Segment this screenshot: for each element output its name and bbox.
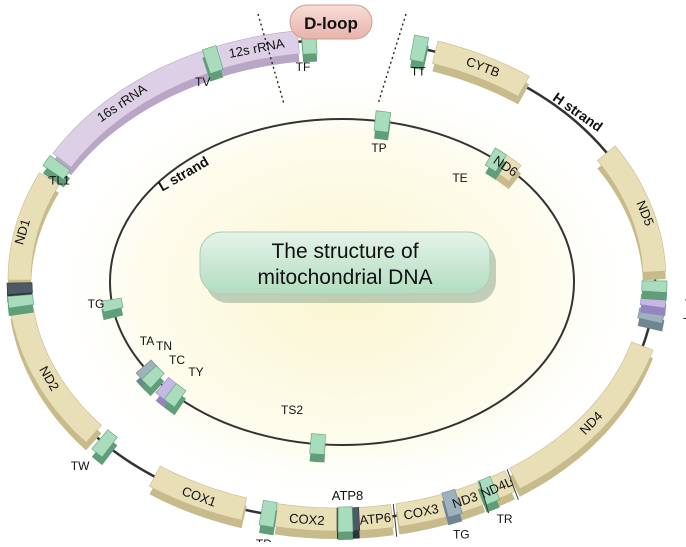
- trna-block-inner-tg: [101, 297, 124, 321]
- gene-block-nd1: [7, 172, 60, 288]
- trna-label-tf: TF: [296, 60, 311, 74]
- heavy-strand-genes: [6, 28, 668, 540]
- trna-label-inner-ts2: TS2: [281, 403, 303, 417]
- gene-block-nd4: [508, 341, 654, 497]
- dloop-badge: D-loop: [289, 4, 373, 40]
- trna-block-inner-ty: [163, 383, 187, 416]
- trna-label-tt: TT: [411, 65, 426, 79]
- trna-block-tg: [441, 488, 463, 526]
- gene-label-atp6: ATP6: [359, 510, 392, 528]
- trna-label-tw: TW: [71, 459, 90, 473]
- gene-block-nd5: [596, 145, 667, 281]
- trna-label-tv: TV: [195, 75, 210, 89]
- trna-label-th: TH: [683, 316, 686, 330]
- dloop-boundary-left: [257, 13, 285, 105]
- trna-block-inner-tp: [373, 110, 392, 141]
- trna-block-td: [258, 499, 278, 536]
- gene-block-cytb: [432, 40, 530, 105]
- gene-block-cox2: [274, 503, 338, 539]
- trna-label-td: TD: [256, 537, 272, 542]
- title-line-2: mitochondrial DNA: [257, 266, 432, 289]
- trna-label-inner-tg: TG: [88, 297, 105, 311]
- gene-block-atp6: [358, 504, 395, 539]
- trna-block-tl2: [641, 280, 668, 301]
- gene-label-nd1: ND1: [11, 217, 33, 246]
- trna-block-tv: [201, 45, 224, 82]
- light-strand-ring: [109, 118, 575, 446]
- gene-divider: [506, 469, 519, 500]
- trna-block-tt: [409, 34, 430, 71]
- title-box: The structure of mitochondrial DNA: [199, 231, 496, 303]
- trna-block-tm: [7, 294, 35, 317]
- title-line-1: The structure of: [271, 240, 418, 263]
- trna-block-tw: [91, 429, 118, 466]
- gene-label-atp8: ATP8: [332, 488, 364, 503]
- gene-label-cox2: COX2: [289, 511, 325, 529]
- trna-block-inner-tn: [141, 365, 165, 397]
- gene-divider: [478, 481, 490, 514]
- gene-block-cox1: [149, 465, 248, 529]
- trna-label-inner-ta: TA: [140, 334, 154, 348]
- light-strand-genes: [101, 110, 522, 463]
- trna-label-tl1: TL1: [49, 173, 70, 187]
- trna-label-inner-te: TE: [452, 171, 467, 185]
- heavy-strand-label: H strand: [550, 89, 606, 135]
- trna-block-inner-ts2: [309, 433, 326, 463]
- gene-label-cox3: COX3: [402, 501, 440, 523]
- gene-block-12s-rrna: [214, 30, 300, 77]
- trna-block-tl1: [42, 154, 71, 188]
- trna-label-inner-tp: TP: [371, 141, 386, 155]
- trna-label-tr: TR: [497, 512, 513, 526]
- trna-label-inner-tc: TC: [169, 353, 185, 367]
- trna-label-inner-tn: TN: [156, 339, 172, 353]
- gene-block-nd2: [10, 306, 102, 451]
- trna-block-tk: [337, 506, 354, 540]
- dloop-label: D-loop: [304, 14, 358, 33]
- trna-label-tg: TG: [453, 528, 470, 542]
- trna-label-inner-ty: TY: [188, 365, 203, 379]
- gene-divider: [392, 504, 398, 537]
- trna-block-tr: [477, 475, 501, 513]
- trna-label-ts1: TS1: [685, 297, 686, 311]
- gene-block-cox3: [395, 493, 450, 535]
- dloop-boundary-right: [377, 13, 407, 105]
- trna-block-inner-te: [484, 147, 508, 180]
